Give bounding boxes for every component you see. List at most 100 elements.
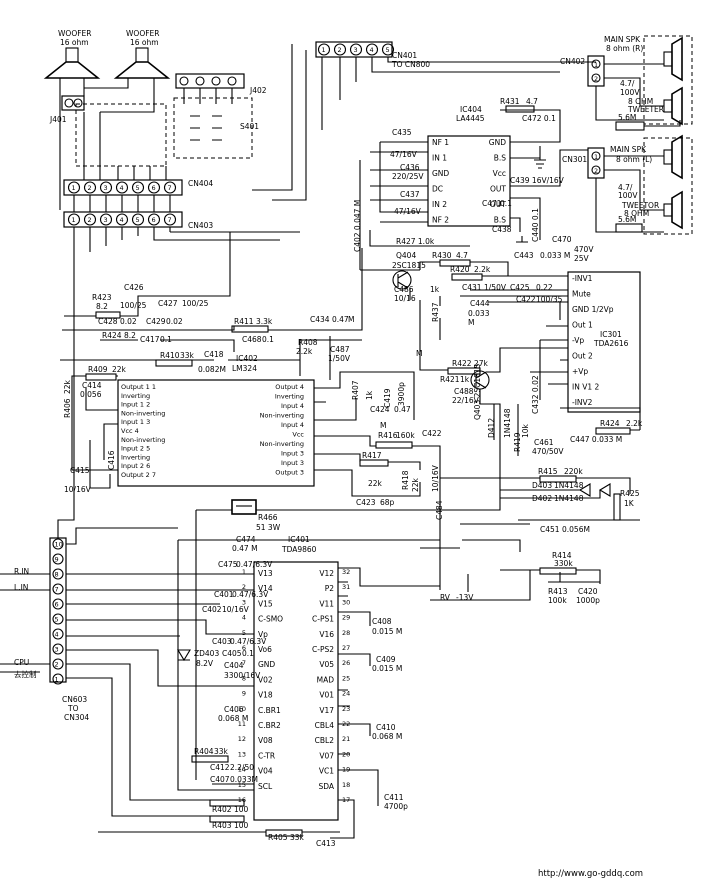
woofer-left-speaker-icon <box>43 47 101 79</box>
c429-value: 0.02 <box>166 317 183 326</box>
ic401-left-pin-num: 14 <box>238 766 246 774</box>
c470-voltage: 25V <box>574 254 590 263</box>
j401-label: J401 <box>49 115 67 124</box>
ic401-left-pin-label: C.BR2 <box>258 721 281 730</box>
r414-label: R414 <box>552 551 572 560</box>
pin-number: 8 <box>55 571 59 579</box>
pin-number: 7 <box>168 184 172 192</box>
rv-label: RV <box>440 593 451 602</box>
ic-pin-label: Input 4 <box>281 421 304 429</box>
cn301-pin1: 1 <box>594 153 598 161</box>
ic-pin-label: IN V1 2 <box>572 383 599 392</box>
ic401-left-pin-label: V18 <box>258 691 273 700</box>
c408-label: C408 <box>372 617 392 626</box>
main-speaker-l-icon <box>663 134 683 180</box>
ic-pin-label: B.S <box>494 216 507 225</box>
r419-value: 10k <box>521 423 530 438</box>
ic401-right-pin-label: C-PS1 <box>312 615 334 624</box>
ic-pin-label: NF 1 <box>432 138 449 147</box>
cpu-sub-label: 去控制 <box>14 669 37 679</box>
c411-label: C411 <box>384 793 404 802</box>
ic401-left-pin-num: 1 <box>242 568 246 576</box>
pin-number: 1 <box>72 184 76 192</box>
pin-number: 3 <box>104 184 108 192</box>
ic-pin-label: -Vp <box>572 336 584 345</box>
c440-label: C440 0.1 <box>531 208 540 242</box>
pin-number: 5 <box>136 184 140 192</box>
c401-label: C401 <box>214 590 234 599</box>
ic-pin-label: Non-inverting <box>121 436 165 444</box>
r404-value: 33k <box>214 747 229 756</box>
pin-circle <box>52 628 64 640</box>
ic-pin-label: Input 2 6 <box>121 462 150 470</box>
pin-circle <box>67 213 81 226</box>
c451-label: C451 <box>540 525 560 534</box>
woofer-right-speaker-icon <box>113 47 171 79</box>
ic401-right-pin-label: V07 <box>319 751 334 760</box>
ic401-chip <box>253 561 339 821</box>
ic401-left-pin-label: V04 <box>258 767 273 776</box>
ic-pin-label: Inverting <box>121 453 150 461</box>
c-r-voltage: 100V <box>620 88 640 97</box>
pin-circle <box>115 181 129 194</box>
ic401-left-pin-num: 11 <box>238 720 246 728</box>
s401-label: S401 <box>240 122 259 131</box>
r420-label: R420 <box>450 265 470 274</box>
r410-label: R410 <box>160 351 180 360</box>
cn603-to-label: TO <box>67 704 79 713</box>
ic-pin-label: Out 1 <box>572 321 593 330</box>
ic-pin-label: +Vp <box>572 367 588 376</box>
ic-pin-label: Output 4 <box>275 383 304 391</box>
j402-label: J402 <box>249 86 267 95</box>
ic401-right-pin-num: 32 <box>342 568 350 576</box>
c424-label: C424 <box>370 405 390 414</box>
cn404-label: CN404 <box>188 179 213 188</box>
ic401-right-pin-num: 27 <box>342 644 350 652</box>
pin-circle <box>83 181 97 194</box>
c470-label: C470 <box>552 235 572 244</box>
c414-label: C414 <box>82 381 102 390</box>
ic401-right-pin-num: 21 <box>342 735 350 743</box>
r466-value: 51 3W <box>256 523 281 532</box>
r437-value: 1k <box>430 285 440 294</box>
ic401-left-pin-num: 4 <box>242 614 246 622</box>
q404-part: 2SC1815 <box>392 261 426 270</box>
ic401-right-pin-num: 18 <box>342 781 350 789</box>
pin-circle <box>163 213 177 226</box>
cn301-label: CN301 <box>562 155 587 164</box>
c425-value: 0.22 <box>536 283 553 292</box>
ic-pin-label: Non-inverting <box>121 409 165 417</box>
c-r-value: 4.7/ <box>620 79 635 88</box>
right-lower-network: R415 220k D403 1N4148 D402 1N4148 R425 1… <box>420 467 640 605</box>
c444-m: M <box>468 318 474 327</box>
d412-label: D412 <box>487 418 496 438</box>
c407-label: C407 <box>210 775 230 784</box>
pin-number: 9 <box>55 556 59 564</box>
pin-number: 4 <box>120 216 124 224</box>
c422-label: C422 <box>422 429 442 438</box>
c409-label: C409 <box>376 655 396 664</box>
r417-label: R417 <box>362 451 382 460</box>
ic-pin-label: -INV2 <box>572 398 593 407</box>
r466-label: R466 <box>258 513 278 522</box>
c475-value: 0.47/6.3V <box>236 560 273 569</box>
pin-number: 3 <box>55 646 59 654</box>
r413-value: 100k <box>548 596 567 605</box>
r404-label: R404 <box>194 747 214 756</box>
ic401-right-pin-num: 25 <box>342 674 350 682</box>
ic401-right-pin-num: 28 <box>342 629 350 637</box>
ic-pin-label: NF 2 <box>432 216 449 225</box>
ic-pin-label: Inverting <box>121 392 150 400</box>
r414-value: 330k <box>554 559 573 568</box>
c447-label: C447 0.033 M <box>570 435 622 444</box>
c409-value: 0.015 M <box>372 664 402 673</box>
ic402-chip <box>117 379 315 487</box>
ic-pin-label: IN 2 <box>432 200 447 209</box>
c402-ic401-value: 10/16V <box>222 605 250 614</box>
pin-number: 5 <box>136 216 140 224</box>
r417-value: 22k <box>368 479 383 488</box>
c488-value: 22/16V <box>452 396 480 405</box>
